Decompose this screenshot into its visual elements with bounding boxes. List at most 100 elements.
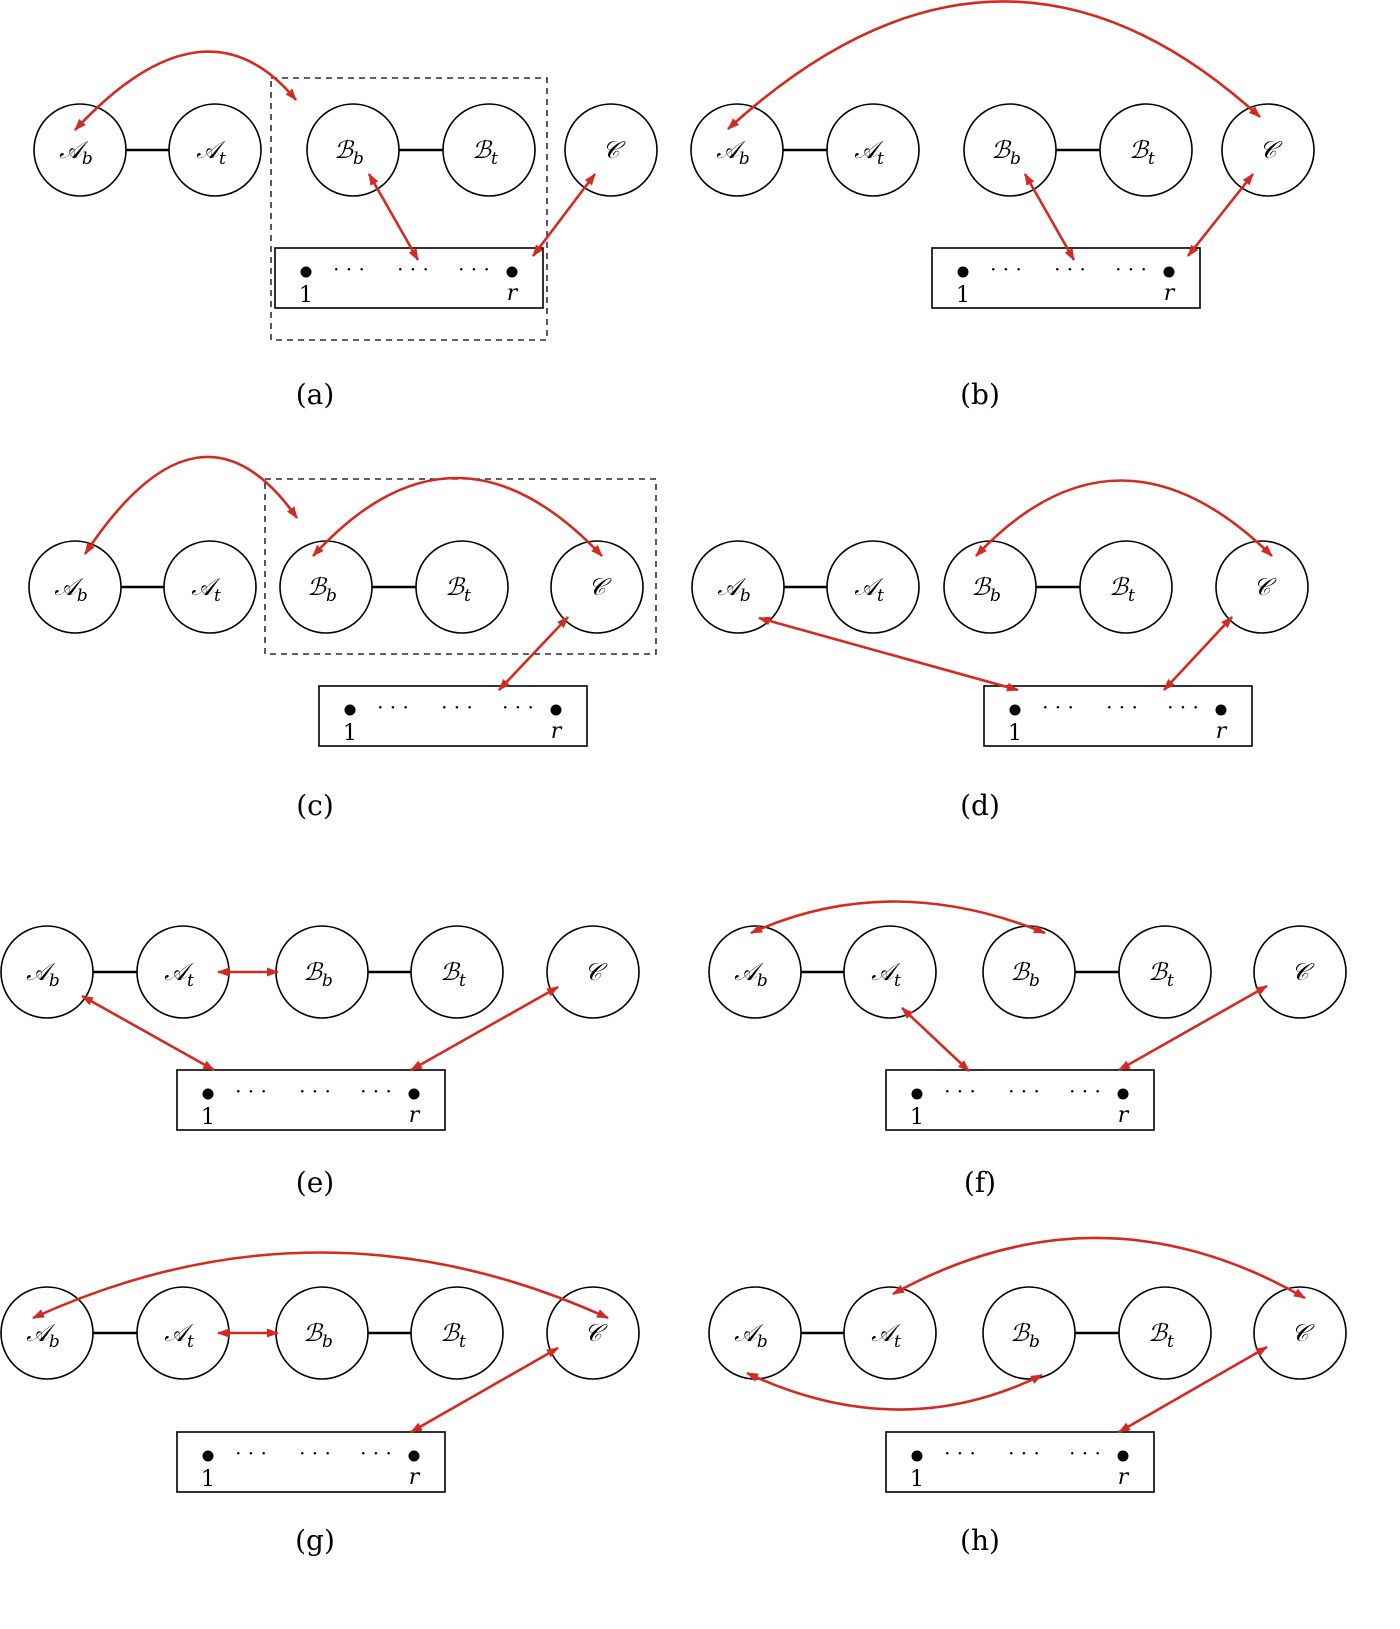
node-c: 𝒞 xyxy=(1221,103,1315,197)
node-label-subscript: b xyxy=(82,149,93,169)
node-label: ℬt xyxy=(440,1319,466,1352)
vertex-last-dot xyxy=(1117,1088,1129,1100)
vertex-first-dot xyxy=(1009,704,1021,716)
vertex-index-last: r xyxy=(409,1465,421,1490)
node-label: ℬb xyxy=(991,136,1021,169)
node-b-t: ℬt xyxy=(1079,540,1173,634)
vertex-row-box xyxy=(885,1069,1155,1131)
node-circle xyxy=(442,103,536,197)
panel-caption: (e) xyxy=(296,1166,334,1199)
node-label: ℬt xyxy=(1109,573,1135,606)
vertex-first-dot xyxy=(202,1450,214,1462)
node-b-b: ℬb xyxy=(963,103,1057,197)
node-a-t: 𝒜t xyxy=(163,540,257,634)
vertex-index-first: 1 xyxy=(299,283,313,308)
node-b-b: ℬb xyxy=(275,1286,369,1380)
vertex-index-first: 1 xyxy=(910,1105,924,1130)
node-label: ℬb xyxy=(971,573,1001,606)
panel-caption: (h) xyxy=(960,1524,1000,1557)
node-label: ℬb xyxy=(334,136,364,169)
node-label-main: ℬ xyxy=(1148,1319,1169,1347)
node-label: ℬt xyxy=(1148,958,1174,991)
node-c: 𝒞 xyxy=(1253,925,1347,1019)
node-a-b: 𝒜b xyxy=(0,1286,94,1380)
node-c: 𝒞 xyxy=(1215,540,1309,634)
node-label-subscript: b xyxy=(757,1332,768,1352)
node-b-b: ℬb xyxy=(982,925,1076,1019)
node-label: ℬb xyxy=(1010,958,1040,991)
red-arrow-c-row xyxy=(531,173,597,257)
red-arrow-bb-row xyxy=(367,173,420,261)
red-arrow-c-row xyxy=(1118,1345,1268,1434)
red-arrow-c-row xyxy=(498,616,569,691)
ellipsis: · · · xyxy=(299,1441,331,1465)
node-b-b: ℬb xyxy=(275,925,369,1019)
vertex-first-dot xyxy=(957,266,969,278)
node-label: 𝒜t xyxy=(164,1319,194,1352)
node-c: 𝒞 xyxy=(546,925,640,1019)
node-b-b: ℬb xyxy=(279,540,373,634)
node-label: ℬb xyxy=(307,573,337,606)
node-label: ℬt xyxy=(1129,136,1155,169)
node-label-subscript: b xyxy=(757,971,768,991)
panel-caption: (g) xyxy=(295,1524,335,1557)
node-a-b: 𝒜b xyxy=(690,103,784,197)
ellipsis: · · · xyxy=(1167,695,1199,719)
ellipsis: · · · xyxy=(1054,257,1086,281)
node-label: ℬt xyxy=(472,136,498,169)
vertex-last-dot xyxy=(1117,1450,1129,1462)
ellipsis: · · · xyxy=(235,1441,267,1465)
node-label-main: ℬ xyxy=(1129,136,1150,164)
vertex-index-last: r xyxy=(551,719,563,744)
node-a-t: 𝒜t xyxy=(843,1286,937,1380)
node-b-b: ℬb xyxy=(943,540,1037,634)
node-label-main: ℬ xyxy=(445,573,466,601)
node-label-subscript: t xyxy=(464,586,471,606)
red-arrow-c-row xyxy=(1118,984,1268,1072)
node-a-t: 𝒜t xyxy=(136,1286,230,1380)
node-circle xyxy=(546,925,640,1019)
node-label-subscript: t xyxy=(187,971,194,991)
node-circle xyxy=(1253,925,1347,1019)
node-label-subscript: t xyxy=(1128,586,1135,606)
ellipsis: · · · xyxy=(1008,1079,1040,1103)
vertex-row-box xyxy=(176,1069,446,1131)
ellipsis: · · · xyxy=(1115,257,1147,281)
node-a-b: 𝒜b xyxy=(0,925,94,1019)
node-label-subscript: t xyxy=(1148,149,1155,169)
vertex-first-dot xyxy=(300,266,312,278)
node-label: ℬb xyxy=(303,958,333,991)
node-label-subscript: t xyxy=(214,586,221,606)
vertex-index-first: 1 xyxy=(201,1105,215,1130)
node-circle xyxy=(28,540,122,634)
vertex-index-first: 1 xyxy=(956,283,970,308)
node-b-b: ℬb xyxy=(306,103,400,197)
node-b-b: ℬb xyxy=(982,1286,1076,1380)
ellipsis: · · · xyxy=(360,1441,392,1465)
node-b-t: ℬt xyxy=(1118,1286,1212,1380)
node-b-t: ℬt xyxy=(1099,103,1193,197)
node-b-t: ℬt xyxy=(410,925,504,1019)
node-label: 𝒜b xyxy=(734,1319,768,1352)
node-label-main: ℬ xyxy=(971,573,992,601)
node-label-subscript: t xyxy=(877,149,884,169)
vertex-index-last: r xyxy=(409,1103,421,1128)
ellipsis: · · · xyxy=(441,695,473,719)
ellipsis: · · · xyxy=(502,695,534,719)
red-arrow-at-c xyxy=(892,1236,1306,1300)
node-b-t: ℬt xyxy=(410,1286,504,1380)
ellipsis: · · · xyxy=(377,695,409,719)
node-label-subscript: b xyxy=(739,149,750,169)
node-label-subscript: t xyxy=(877,586,884,606)
node-label-subscript: t xyxy=(1167,1332,1174,1352)
node-label: 𝒜b xyxy=(26,1319,60,1352)
red-arrow-c-row xyxy=(1186,173,1255,257)
